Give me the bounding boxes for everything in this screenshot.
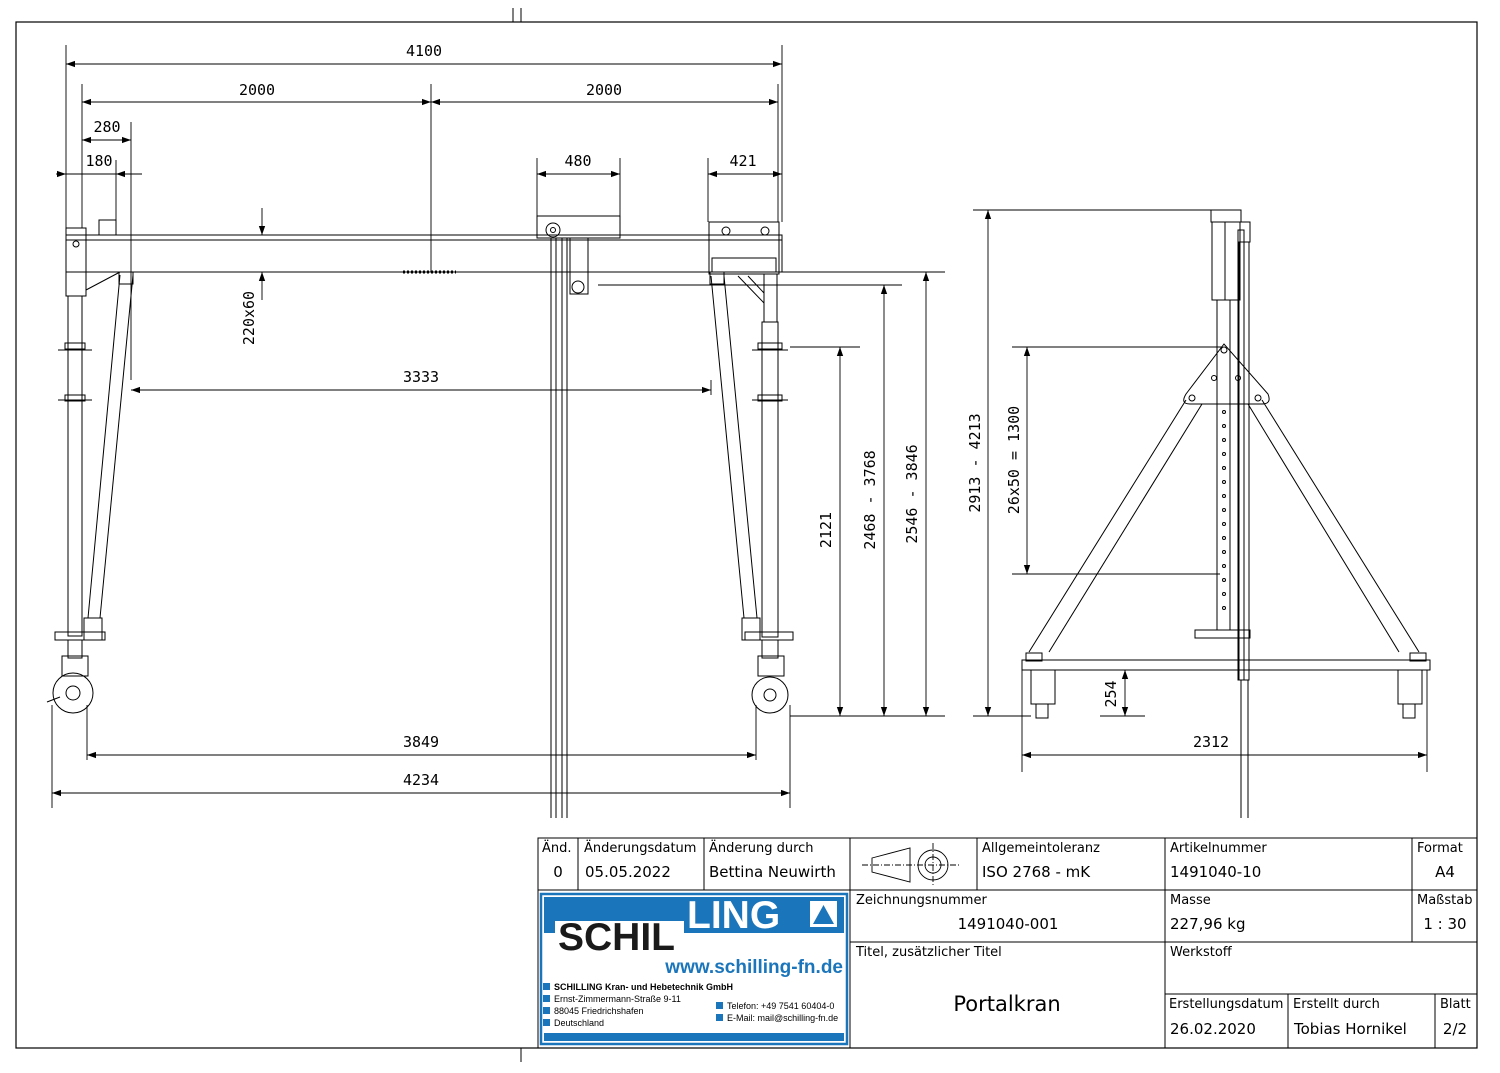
left-wheel bbox=[52, 672, 94, 714]
dim-480: 480 bbox=[564, 152, 591, 170]
dim-2000-right: 2000 bbox=[586, 81, 622, 99]
bullet-icon bbox=[716, 1002, 723, 1009]
company-city: 88045 Friedrichshafen bbox=[554, 1006, 644, 1016]
side-dimensions bbox=[973, 209, 1428, 772]
bullet-icons bbox=[543, 983, 723, 1026]
main-beam bbox=[65, 234, 783, 273]
bullet-icon bbox=[543, 983, 550, 990]
company-country: Deutschland bbox=[554, 1018, 604, 1028]
dim-180: 180 bbox=[85, 152, 112, 170]
title-label: Titel, zusätzlicher Titel bbox=[855, 945, 1002, 960]
dim-2468-3768: 2468 - 3768 bbox=[861, 450, 879, 549]
mass-label: Masse bbox=[1170, 893, 1211, 908]
company-email: E-Mail: mail@schilling-fn.de bbox=[727, 1013, 838, 1023]
bullet-icon bbox=[543, 1019, 550, 1026]
rev-date-header: Änderungsdatum bbox=[584, 840, 696, 856]
front-view bbox=[46, 215, 794, 818]
drawing-title: Portalkran bbox=[953, 992, 1060, 1016]
company-logo bbox=[539, 892, 849, 1046]
rev-by: Bettina Neuwirth bbox=[709, 863, 836, 881]
drawing-no-value: 1491040-001 bbox=[958, 915, 1059, 933]
sheet-value: 2/2 bbox=[1443, 1020, 1467, 1038]
title-block-grid bbox=[537, 837, 1478, 1049]
company-phone: Telefon: +49 7541 60404-0 bbox=[727, 1001, 834, 1011]
side-dim-texts: 2913 - 4213 26x50 = 1300 254 2312 bbox=[966, 406, 1229, 751]
dim-2000-left: 2000 bbox=[239, 81, 275, 99]
rev-col-header: Änd. bbox=[542, 840, 572, 856]
material-label: Werkstoff bbox=[1170, 945, 1233, 960]
side-view bbox=[1021, 209, 1431, 818]
front-dim-texts: 4100 2000 2000 280 180 480 421 220x60 33… bbox=[85, 42, 921, 789]
article-label: Artikelnummer bbox=[1170, 841, 1267, 856]
format-label: Format bbox=[1417, 841, 1463, 856]
bullet-icon bbox=[716, 1014, 723, 1021]
logo-triangle-icon bbox=[813, 905, 834, 924]
company-street: Ernst-Zimmermann-Straße 9-11 bbox=[554, 994, 681, 1004]
scale-label: Maßstab bbox=[1417, 893, 1472, 908]
sheet-label: Blatt bbox=[1440, 997, 1471, 1012]
created-date-value: 26.02.2020 bbox=[1170, 1020, 1256, 1038]
created-by-value: Tobias Hornikel bbox=[1293, 1020, 1407, 1038]
logo-text-left: SCHIL bbox=[558, 916, 675, 959]
side-post bbox=[1216, 299, 1231, 631]
created-by-label: Erstellt durch bbox=[1293, 997, 1380, 1012]
tolerance-value: ISO 2768 - mK bbox=[982, 863, 1091, 881]
mass-value: 227,96 kg bbox=[1170, 915, 1245, 933]
article-value: 1491040-10 bbox=[1170, 863, 1261, 881]
tolerance-label: Allgemeintoleranz bbox=[982, 841, 1100, 856]
drawing-no-label: Zeichnungsnummer bbox=[856, 893, 987, 908]
dim-2546-3846: 2546 - 3846 bbox=[903, 444, 921, 543]
dim-3849: 3849 bbox=[403, 733, 439, 751]
right-wheel bbox=[751, 676, 789, 714]
dim-3333: 3333 bbox=[403, 368, 439, 386]
company-name: SCHILLING Kran- und Hebetechnik GmbH bbox=[554, 982, 733, 992]
bullet-icon bbox=[543, 995, 550, 1002]
left-leg bbox=[67, 295, 83, 637]
front-dimensions bbox=[51, 45, 945, 808]
rev-date: 05.05.2022 bbox=[585, 863, 671, 881]
dim-2913-4213: 2913 - 4213 bbox=[966, 413, 984, 512]
dim-4234: 4234 bbox=[403, 771, 439, 789]
rev-index: 0 bbox=[553, 863, 563, 881]
dim-2121: 2121 bbox=[817, 512, 835, 548]
dim-280: 280 bbox=[93, 118, 120, 136]
dim-4100: 4100 bbox=[406, 42, 442, 60]
created-date-label: Erstellungsdatum bbox=[1169, 997, 1283, 1012]
side-base-beam bbox=[1021, 659, 1431, 671]
right-leg bbox=[763, 273, 778, 323]
format-value: A4 bbox=[1435, 863, 1455, 881]
company-url: www.schilling-fn.de bbox=[664, 957, 843, 978]
dim-220x60: 220x60 bbox=[240, 291, 258, 345]
dim-254: 254 bbox=[1102, 680, 1120, 707]
dim-2312: 2312 bbox=[1193, 733, 1229, 751]
post-holes bbox=[1222, 410, 1226, 610]
logo-text-right: LING bbox=[687, 894, 780, 937]
dim-421: 421 bbox=[729, 152, 756, 170]
bullet-icon bbox=[543, 1007, 550, 1014]
a-frame-head bbox=[1183, 343, 1270, 405]
projection-symbol-icon bbox=[862, 843, 960, 887]
rev-by-header: Änderung durch bbox=[709, 840, 814, 856]
dim-26x50: 26x50 = 1300 bbox=[1005, 406, 1023, 514]
scale-value: 1 : 30 bbox=[1423, 915, 1466, 933]
